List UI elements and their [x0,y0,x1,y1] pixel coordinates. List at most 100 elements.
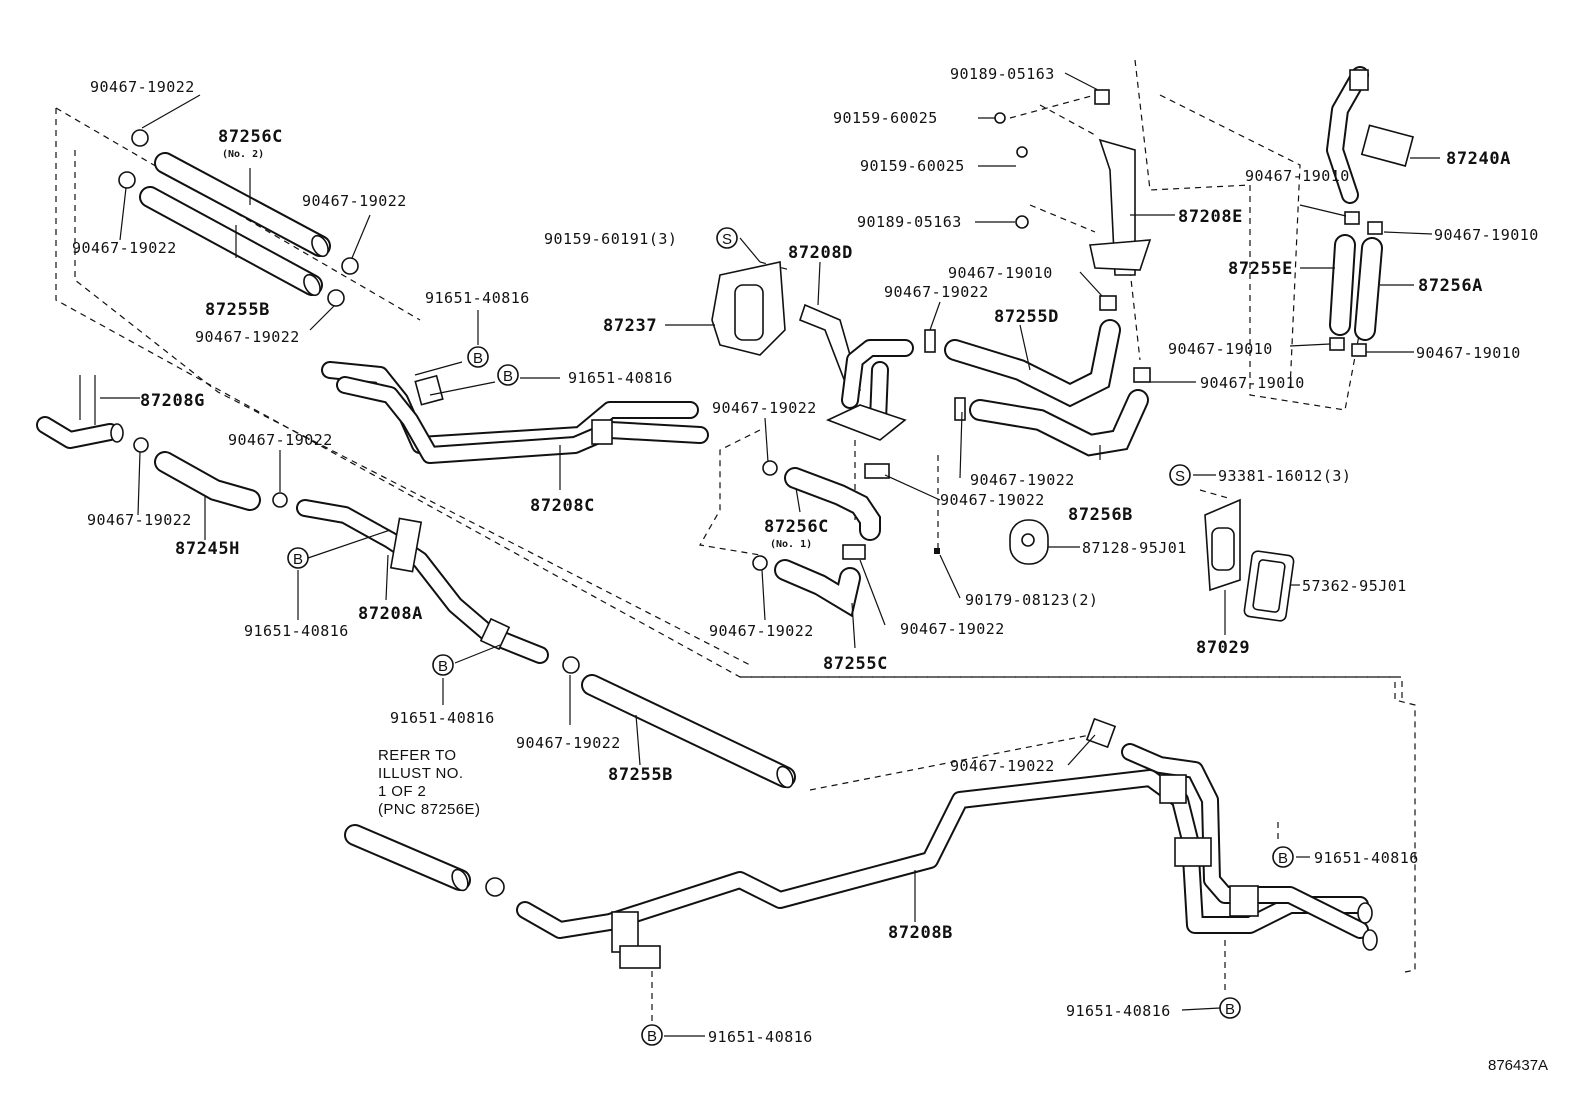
svg-text:S: S [722,231,732,248]
label-90189-05163: 90189-05163 [857,213,962,231]
gasket-57362-95j01 [1243,550,1295,622]
illustration-number: 876437A [1488,1057,1548,1074]
label-87208g: 87208G [140,391,205,411]
svg-text:B: B [473,350,483,367]
assembly-outlines [55,59,1416,1022]
cover-87029 [1204,498,1241,592]
svg-text:B: B [1278,850,1288,867]
plug-87128-95j01 [934,519,1049,565]
refer-note-line: (PNC 87256E) [378,801,480,818]
bolt-b-icon: B [1272,846,1294,868]
bolt-b-icon: B [641,1024,663,1046]
label-no2: (No. 2) [222,149,264,160]
label-90467-19022: 90467-19022 [940,491,1045,509]
label-87256c: 87256C [764,517,829,537]
label-90179-08123: 90179-08123(2) [965,591,1098,609]
label-91651-40816: 91651-40816 [425,289,530,307]
label-87128-95j01: 87128-95J01 [1082,539,1187,557]
hose-87255d [944,319,1121,408]
label-90189-05163: 90189-05163 [950,65,1055,83]
label-90467-19022: 90467-19022 [516,734,621,752]
label-87255c: 87255C [823,654,888,674]
marker-icons: B B B B B B B S S [287,227,1294,1046]
label-90467-19022: 90467-19022 [709,622,814,640]
hose-87255b-mid [562,656,796,789]
pipe-87208e [994,89,1152,276]
hose-clamps-top-left [118,129,359,307]
label-90467-19010: 90467-19010 [1416,344,1521,362]
hose-87255b-top [139,186,323,297]
pipe-87208g [36,375,124,449]
label-87208a: 87208A [358,604,423,624]
leader-lines [100,72,1440,1037]
bolt-b-icon: B [497,364,519,386]
hose-87256c-no2 [154,152,331,258]
svg-text:B: B [438,658,448,675]
label-90467-19022: 90467-19022 [87,511,192,529]
label-87029: 87029 [1196,638,1250,658]
label-91651-40816: 91651-40816 [568,369,673,387]
refer-note-line: REFER TO [378,747,457,764]
hose-87256e-ref [344,824,505,897]
label-87208e: 87208E [1178,207,1243,227]
hose-87245h [133,437,288,511]
label-90467-19010: 90467-19010 [948,264,1053,282]
pipe-87208c [321,361,709,464]
label-87255d: 87255D [994,307,1059,327]
label-87208c: 87208C [530,496,595,516]
refer-note-line: ILLUST NO. [378,765,463,782]
screw-s-icon: S [1169,464,1191,486]
label-90467-19010: 90467-19010 [1434,226,1539,244]
screw-s-icon: S [716,227,738,249]
label-90159-60025: 90159-60025 [833,109,938,127]
pipe-87208b [516,717,1378,969]
label-90467-19010: 90467-19010 [1245,167,1350,185]
label-no1: (No. 1) [770,539,812,550]
label-90467-19022: 90467-19022 [712,399,817,417]
hose-87256c-no1 [762,460,890,541]
label-91651-40816: 91651-40816 [244,622,349,640]
pipe-87208d [799,303,914,441]
label-90467-19022: 90467-19022 [228,431,333,449]
label-91651-40816: 91651-40816 [708,1028,813,1046]
label-93381-16012: 93381-16012(3) [1218,467,1351,485]
refer-note-line: 1 OF 2 [378,783,426,800]
hose-87255e [1329,234,1356,351]
label-90467-19022: 90467-19022 [950,757,1055,775]
svg-text:B: B [1225,1001,1235,1018]
label-90467-19010: 90467-19010 [1168,340,1273,358]
part-labels: 90467-19022 87256C (No. 2) 90467-19022 9… [72,65,1539,1046]
label-87208d: 87208D [788,243,853,263]
svg-text:B: B [647,1028,657,1045]
label-87256a: 87256A [1418,276,1483,296]
label-90467-19022: 90467-19022 [195,328,300,346]
svg-text:S: S [1175,468,1185,485]
label-90467-19022: 90467-19022 [970,471,1075,489]
bolt-b-icon: B [467,346,489,368]
label-90467-19022: 90467-19022 [90,78,195,96]
cover-87237 [711,261,786,356]
label-91651-40816: 91651-40816 [1314,849,1419,867]
label-87245h: 87245H [175,539,240,559]
label-90467-19022: 90467-19022 [900,620,1005,638]
label-87237: 87237 [603,316,657,336]
label-87255b: 87255B [205,300,270,320]
bolt-b-icon: B [1219,997,1241,1019]
hose-87255c [752,544,866,618]
hose-87256a [1351,237,1383,357]
refer-note: REFER TO ILLUST NO. 1 OF 2 (PNC 87256E) [378,747,480,818]
label-90467-19010: 90467-19010 [1200,374,1305,392]
hose-87256b [969,295,1151,457]
svg-text:B: B [293,551,303,568]
label-90159-60025: 90159-60025 [860,157,965,175]
label-91651-40816: 91651-40816 [1066,1002,1171,1020]
label-90467-19022: 90467-19022 [72,239,177,257]
label-90159-60191: 90159-60191(3) [544,230,677,248]
pipe-87208a [296,499,549,664]
label-87256b: 87256B [1068,505,1133,525]
label-87240a: 87240A [1446,149,1511,169]
bolt-b-icon: B [287,547,309,569]
valve-87240a [1326,66,1415,235]
label-57362-95j01: 57362-95J01 [1302,577,1407,595]
